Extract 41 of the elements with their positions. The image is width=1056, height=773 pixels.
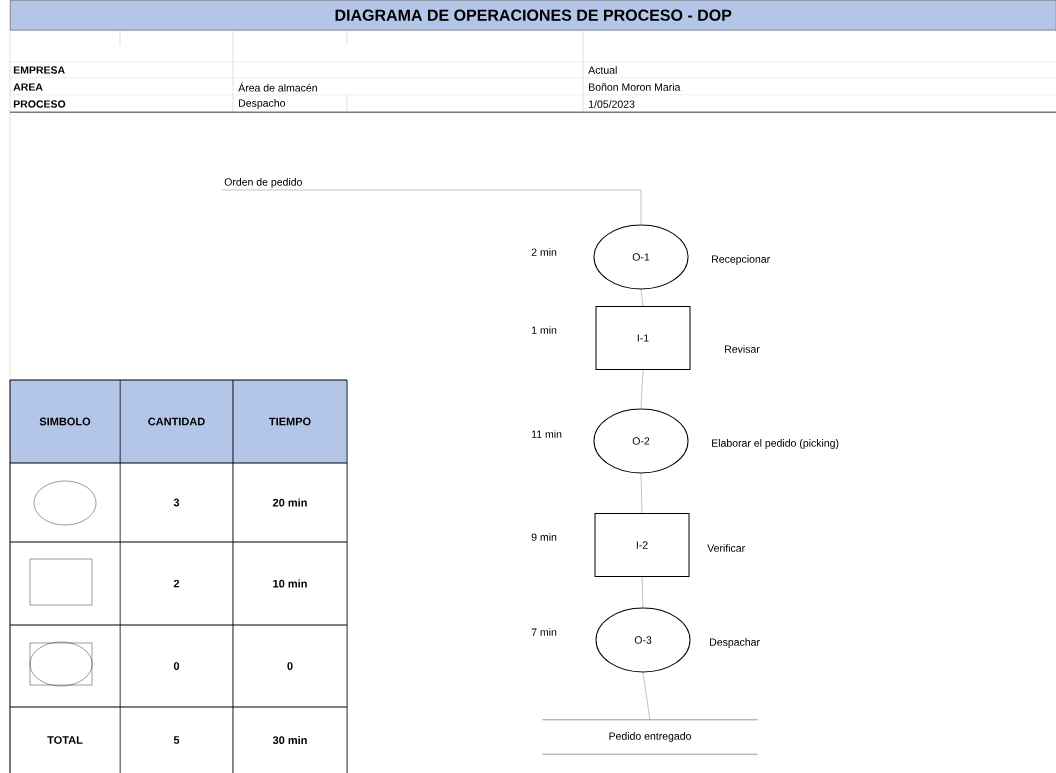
- table-header: TIEMPO: [233, 380, 347, 463]
- field-value: Despacho: [239, 99, 286, 109]
- table-value: 10 min: [273, 579, 307, 588]
- table-value: 2: [173, 579, 180, 588]
- connector-line: [221, 189, 642, 225]
- table-value: TOTAL: [47, 736, 83, 744]
- time-label: 1 min: [532, 326, 557, 334]
- field-value: Boñon Moron Maria: [589, 83, 681, 91]
- field-label: EMPRESA: [13, 66, 65, 74]
- connector-line: [640, 289, 644, 307]
- activity-label: Recepcionar: [712, 255, 770, 265]
- field-value: Área de almacén: [238, 82, 317, 92]
- connector-line: [640, 369, 644, 409]
- connector-line: [640, 473, 643, 514]
- table-header: SIMBOLO: [10, 380, 120, 463]
- table-value: 0: [287, 662, 293, 670]
- field-value: Actual: [588, 66, 617, 74]
- connector-line: [642, 672, 651, 720]
- activity-label: Elaborar el pedido (picking): [712, 439, 839, 449]
- end-band: Pedido entregado: [542, 719, 758, 755]
- table-value: 30 min: [272, 735, 307, 745]
- time-label: 2 min: [531, 248, 557, 256]
- table-value: 3: [173, 498, 180, 507]
- start-text: Orden de pedido: [224, 178, 302, 188]
- activity-label: Verificar: [707, 544, 745, 552]
- table-value: 5: [173, 736, 180, 744]
- time-label: 7 min: [531, 628, 557, 636]
- field-value: 1/05/2023: [589, 100, 635, 108]
- time-label: 11 min: [532, 430, 562, 438]
- table-value: 20 min: [272, 498, 307, 507]
- field-label: PROCESO: [13, 100, 66, 108]
- inspection-box: I-2: [594, 513, 690, 577]
- connector-line: [641, 576, 644, 608]
- activity-label: Revisar: [725, 345, 760, 353]
- inspection-box: I-1: [595, 306, 691, 370]
- title-banner: DIAGRAMA DE OPERACIONES DE PROCESO - DOP: [10, 0, 1056, 31]
- table-header: CANTIDAD: [120, 380, 233, 463]
- time-label: 9 min: [531, 533, 557, 541]
- field-label: AREA: [13, 83, 43, 91]
- table-value: 0: [173, 662, 180, 670]
- activity-label: Despachar: [710, 638, 760, 648]
